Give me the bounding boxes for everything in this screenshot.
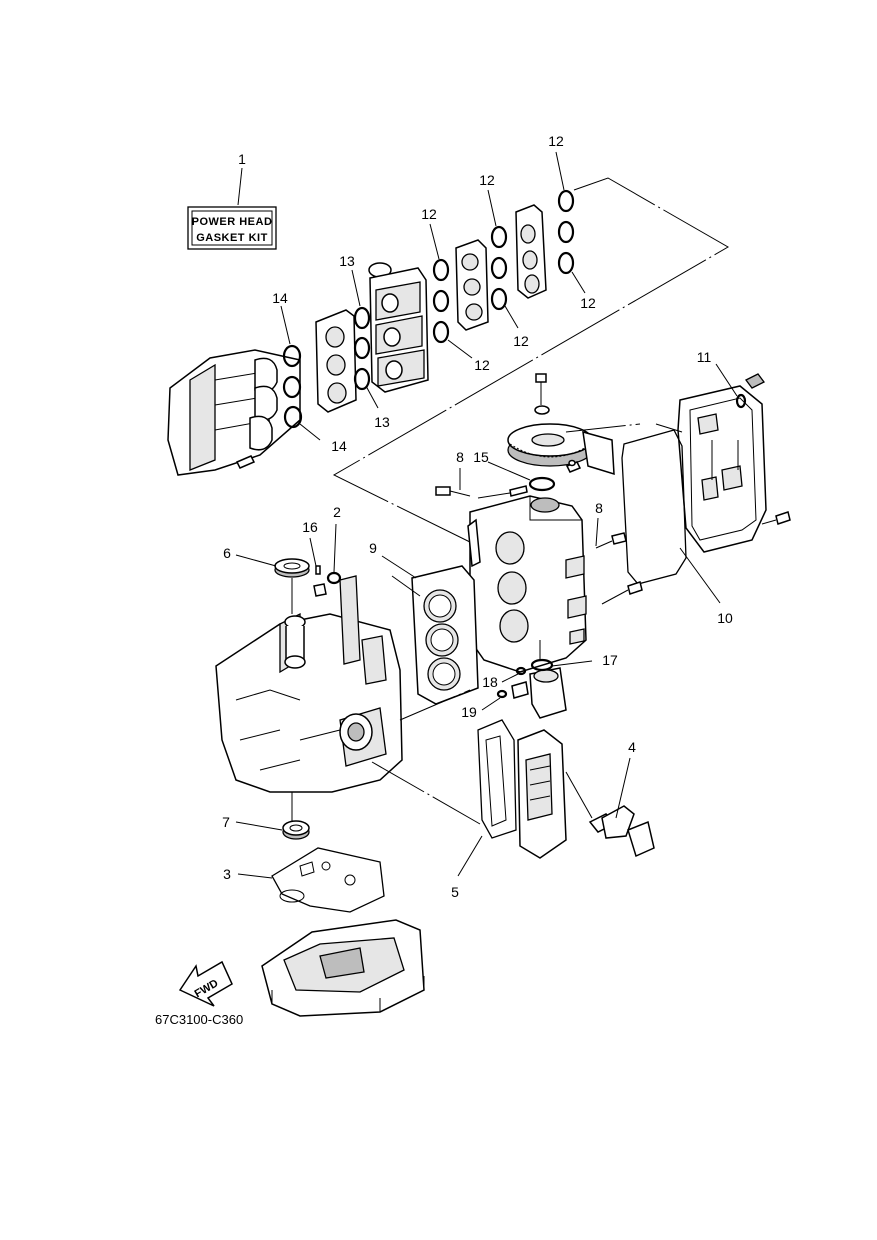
carburetor-adapter-plate [455,239,489,331]
callout-5: 5 [451,884,459,900]
callout-19: 19 [461,704,477,720]
callout-6: 6 [223,545,231,561]
callout-1: 1 [238,151,246,167]
bolts [435,485,791,605]
callout-8b: 8 [595,500,603,516]
callout-3: 3 [223,866,231,882]
cylinder-gasket-9 [411,565,479,705]
oil-seal-7 [282,792,310,840]
diagram-code: 67C3100-C360 [155,1012,243,1027]
callout-15: 15 [473,449,489,465]
o-rings-12 [432,189,575,344]
oil-seal-6 [274,558,310,614]
callout-9: 9 [369,540,377,556]
callout-labels: 1 12 12 12 12 12 12 13 13 14 14 11 8 15 … [222,133,733,900]
callout-12d: 12 [580,295,596,311]
callout-18: 18 [482,674,498,690]
pulser-bracket [565,430,615,476]
callout-11: 11 [697,349,712,365]
drain-plug-11 [735,373,765,409]
washer-2 [326,571,342,585]
o-rings-13 [353,306,371,391]
callout-12b: 12 [479,172,495,188]
thermostat-cover-4 [565,771,655,858]
pin-16 [315,565,321,575]
callout-12c: 12 [421,206,437,222]
callout-16: 16 [302,519,318,535]
callout-7: 7 [222,814,230,830]
callout-13a: 13 [339,253,355,269]
callout-10: 10 [717,610,733,626]
reed-valve-plate [515,204,547,299]
carburetor-stack [368,262,429,393]
upper-casing [261,919,425,1017]
callout-14a: 14 [272,290,288,306]
kit-enclosure-line [332,177,730,546]
crankcase [215,575,403,793]
intake-gasket-plate [315,309,357,413]
cylinder-block [467,495,587,673]
head-gasket-10 [621,429,687,585]
exhaust-gasket-5 [477,719,517,839]
callout-12f: 12 [474,357,490,373]
fwd-arrow-icon: FWD [178,960,233,1007]
kit-line-1: POWER HEAD [192,216,273,228]
flywheel-gear [507,373,593,467]
kit-line-2: GASKET KIT [196,232,268,244]
callout-13b: 13 [374,414,390,430]
oil-seal-15 [528,476,556,492]
cylinder-head-cover [677,385,767,553]
leader-lines [235,151,738,879]
callout-14b: 14 [331,438,347,454]
o-rings-14 [282,344,303,429]
callout-12a: 12 [548,133,564,149]
callout-17: 17 [602,652,618,668]
thermostat-housing [496,658,567,719]
exhaust-cover [517,729,567,859]
intake-manifold [167,349,301,476]
callout-8a: 8 [456,449,464,465]
callout-12e: 12 [513,333,529,349]
gasket-kit-label-box: POWER HEAD GASKET KIT [187,206,277,250]
base-gasket-3 [271,847,385,913]
callout-4: 4 [628,739,636,755]
callout-2: 2 [333,504,341,520]
assembly-lines [371,423,683,825]
